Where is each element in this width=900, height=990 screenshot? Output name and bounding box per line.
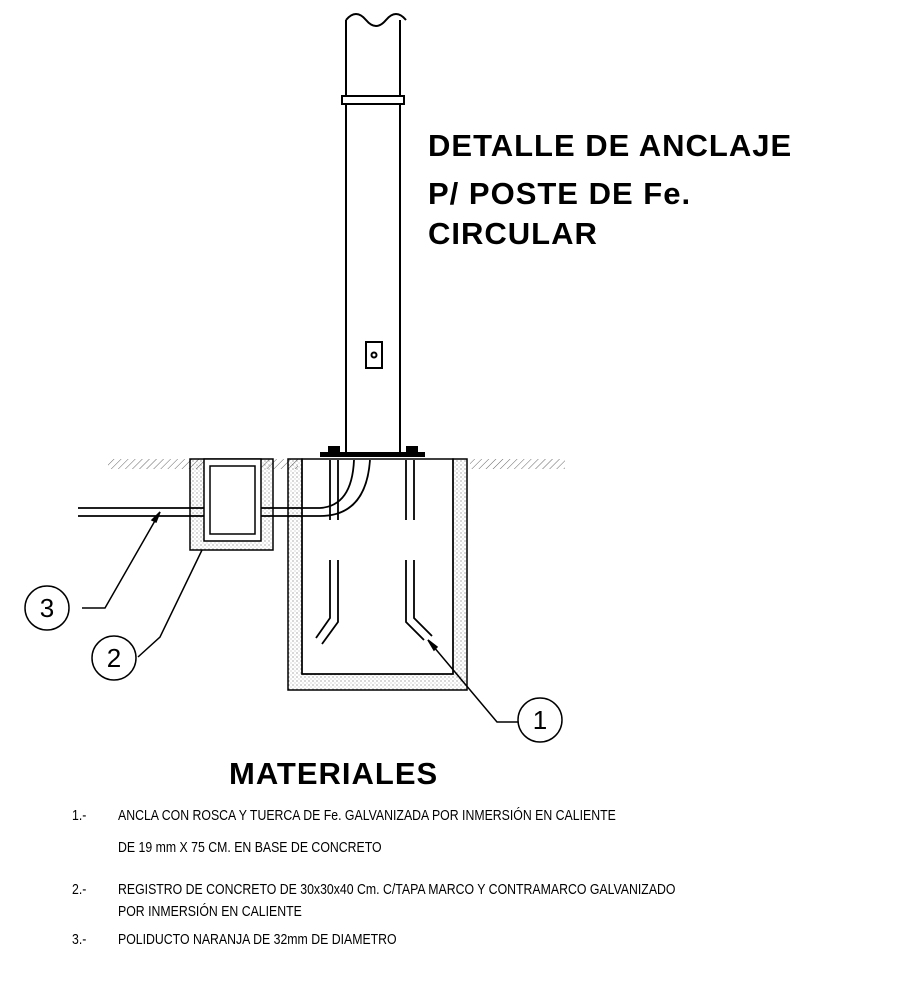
item-3-number: 3.-: [72, 931, 87, 948]
anchor-bolts: [315, 460, 433, 645]
item-2-number: 2.-: [72, 881, 87, 898]
item-2-line-2: POR INMERSIÓN EN CALIENTE: [118, 903, 302, 920]
item-2-line-1: REGISTRO DE CONCRETO DE 30x30x40 Cm. C/T…: [118, 881, 676, 898]
conduit: [78, 459, 371, 517]
callout-3: 3: [24, 585, 70, 631]
callout-1: 1: [517, 697, 563, 743]
callout-1-label: 1: [533, 705, 547, 735]
callout-2: 2: [91, 635, 137, 681]
item-1-line-1: ANCLA CON ROSCA Y TUERCA DE Fe. GALVANIZ…: [118, 807, 616, 824]
concrete-foundation: [287, 458, 468, 691]
item-3-line-1: POLIDUCTO NARANJA DE 32mm DE DIAMETRO: [118, 931, 397, 948]
title-line-2: P/ POSTE DE Fe.: [428, 176, 692, 211]
base-plate: [320, 446, 425, 457]
title-line-3: CIRCULAR: [428, 216, 598, 251]
access-door: [365, 341, 383, 369]
ground-right: [470, 459, 565, 469]
item-1-number: 1.-: [72, 807, 87, 824]
item-1-line-2: DE 19 mm X 75 CM. EN BASE DE CONCRETO: [118, 839, 382, 856]
title-line-1: DETALLE DE ANCLAJE: [428, 128, 793, 163]
callout-2-label: 2: [107, 643, 121, 673]
callout-3-label: 3: [40, 593, 54, 623]
pole: [341, 13, 407, 452]
registro-box: [189, 458, 274, 551]
leader-lines: [82, 511, 518, 723]
materiales-heading: MATERIALES: [229, 756, 439, 791]
